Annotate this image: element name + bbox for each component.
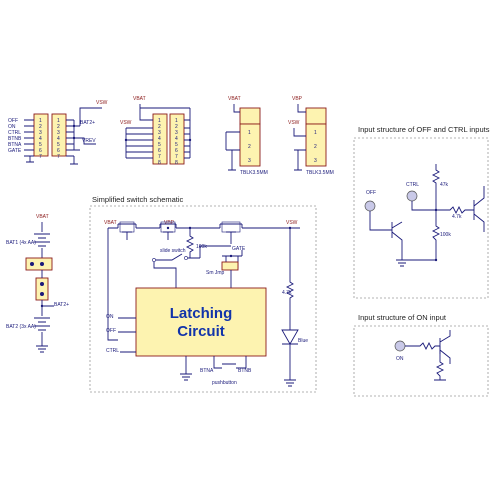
tb1-num-2: 2: [248, 144, 251, 150]
h1-pin-num-a-3: 3: [39, 130, 42, 136]
latching-text: Latching: [170, 305, 233, 322]
tb1-vbat-label: VBAT: [228, 96, 241, 102]
sjmp-label: Sm Jmp: [206, 270, 225, 276]
h2-pin-num-a-3: 3: [158, 130, 161, 136]
tb2-num-3: 3: [314, 158, 317, 164]
gate-label: GATE: [232, 246, 246, 252]
main-vbp-label: VBP: [164, 220, 175, 226]
r47k-b-label: 4.7k: [452, 214, 462, 220]
terminal-block-2: VBP VSW 1 2 3 TBLK3.5MM: [288, 96, 334, 176]
h1-pin-name-4: BTNB: [8, 136, 22, 142]
r100k-label: 100k: [196, 244, 207, 250]
oninput-title: Input structure of ON input: [358, 313, 447, 322]
h1-pin-num-a-1: 1: [39, 118, 42, 124]
h1-pin-num-b-6: 6: [57, 148, 60, 154]
h2-pin-num-a-7: 7: [158, 154, 161, 160]
ctrl-pin-marker: [406, 190, 418, 202]
h1-pin-num-b-3: 3: [57, 130, 60, 136]
h1-pin-num-b-4: 4: [57, 136, 60, 142]
h1-pin-name-1: OFF: [8, 118, 18, 124]
bat-vbat-label: VBAT: [36, 214, 49, 220]
h1-pin-num-a-7: 7: [39, 154, 42, 160]
h2-vsw-label: VSW: [120, 120, 132, 126]
h2-pin-num-a-2: 2: [158, 124, 161, 130]
bat2p-label: BAT2+: [54, 302, 69, 308]
tb2-vsw-label: VSW: [288, 120, 300, 126]
h1-vrev-label: VREV: [82, 138, 96, 144]
btnb-label: BTNB: [238, 368, 252, 374]
h1-pin-name-5: BTNA: [8, 142, 22, 148]
h2-pin-num-b-4: 4: [175, 136, 178, 142]
h2-pin-num-b-6: 6: [175, 148, 178, 154]
main-vbat-label: VBAT: [104, 220, 117, 226]
h1-pin-num-a-6: 6: [39, 148, 42, 154]
h1-bat-label: BAT2+: [80, 120, 95, 126]
h2-pin-num-a-6: 6: [158, 148, 161, 154]
battery-jumper-2: [35, 277, 49, 301]
tb2-vbp-label: VBP: [292, 96, 303, 102]
main-on-label: ON: [106, 314, 114, 320]
circuit-text: Circuit: [177, 323, 225, 340]
tb1-type-label: TBLK3.5MM: [240, 170, 268, 176]
terminal-block-1: VBAT 1 2 3 TBLK3.5MM: [225, 96, 268, 176]
h1-pin-name-2: ON: [8, 124, 16, 130]
on-input-structure: Input structure of ON input ON: [353, 313, 489, 397]
offctrl-off-label: OFF: [366, 190, 376, 196]
on-pin-marker: [394, 340, 406, 352]
h2-pin-num-b-8: 8: [175, 160, 178, 166]
simplified-switch-schematic: Simplified switch schematic VBAT VBP VSW…: [89, 195, 317, 393]
tb2-num-2: 2: [314, 144, 317, 150]
offctrl-ctrl-label: CTRL: [406, 182, 419, 188]
h2-pin-num-b-2: 2: [175, 124, 178, 130]
bat1-label: BAT1 (4x AA): [6, 240, 36, 246]
r100k-b-label: 100k: [440, 232, 451, 238]
battery-jumper-1: [25, 257, 53, 271]
oninput-on-label: ON: [396, 356, 404, 362]
h1-pin-name-6: GATE: [8, 148, 22, 154]
tb1-num-1: 1: [248, 130, 251, 136]
h1-pin-num-b-1: 1: [57, 118, 60, 124]
h1-pin-num-a-5: 5: [39, 142, 42, 148]
bat2-label: BAT2 (3x AA): [6, 324, 36, 330]
h1-pin-num-a-2: 2: [39, 124, 42, 130]
h1-pin-num-b-7: 7: [57, 154, 60, 160]
h1-pin-num-a-4: 4: [39, 136, 42, 142]
slide-switch-label: slide switch: [160, 248, 186, 254]
tb2-type-label: TBLK3.5MM: [306, 170, 334, 176]
offctrl-title: Input structure of OFF and CTRL inputs: [358, 125, 490, 134]
pushbutton-label: pushbutton: [212, 380, 237, 386]
r47k-a-label: 47k: [440, 182, 449, 188]
off-pin-marker: [364, 200, 376, 212]
main-vsw-label: VSW: [286, 220, 298, 226]
h1-pin-num-b-5: 5: [57, 142, 60, 148]
main-ctrl-label: CTRL: [106, 348, 119, 354]
h2-pin-num-b-1: 1: [175, 118, 178, 124]
h1-pin-num-b-2: 2: [57, 124, 60, 130]
latching-circuit-block: [135, 287, 267, 357]
main-off-label: OFF: [106, 328, 116, 334]
h2-pin-num-a-1: 1: [158, 118, 161, 124]
h1-pin-name-3: CTRL: [8, 130, 21, 136]
h2-vbat-label: VBAT: [133, 96, 146, 102]
btna-label: BTNA: [200, 368, 214, 374]
h2-pin-num-a-5: 5: [158, 142, 161, 148]
h1-vsw-label: VSW: [96, 100, 108, 106]
tb1-num-3: 3: [248, 158, 251, 164]
tb2-num-1: 1: [314, 130, 317, 136]
h2-pin-num-b-3: 3: [175, 130, 178, 136]
off-ctrl-input-structure: Input structure of OFF and CTRL inputs O…: [353, 125, 490, 299]
h2-pin-num-b-7: 7: [175, 154, 178, 160]
h2-pin-num-a-4: 4: [158, 136, 161, 142]
h2-pin-num-a-8: 8: [158, 160, 161, 166]
r47k-label: 4.7k: [282, 290, 292, 296]
blue-led-label: Blue: [298, 338, 308, 344]
h2-pin-num-b-5: 5: [175, 142, 178, 148]
simplified-title: Simplified switch schematic: [92, 195, 184, 204]
battery-section: VBAT BAT1 (4x AA) BAT2+ BAT2 (3x AA): [6, 214, 69, 353]
